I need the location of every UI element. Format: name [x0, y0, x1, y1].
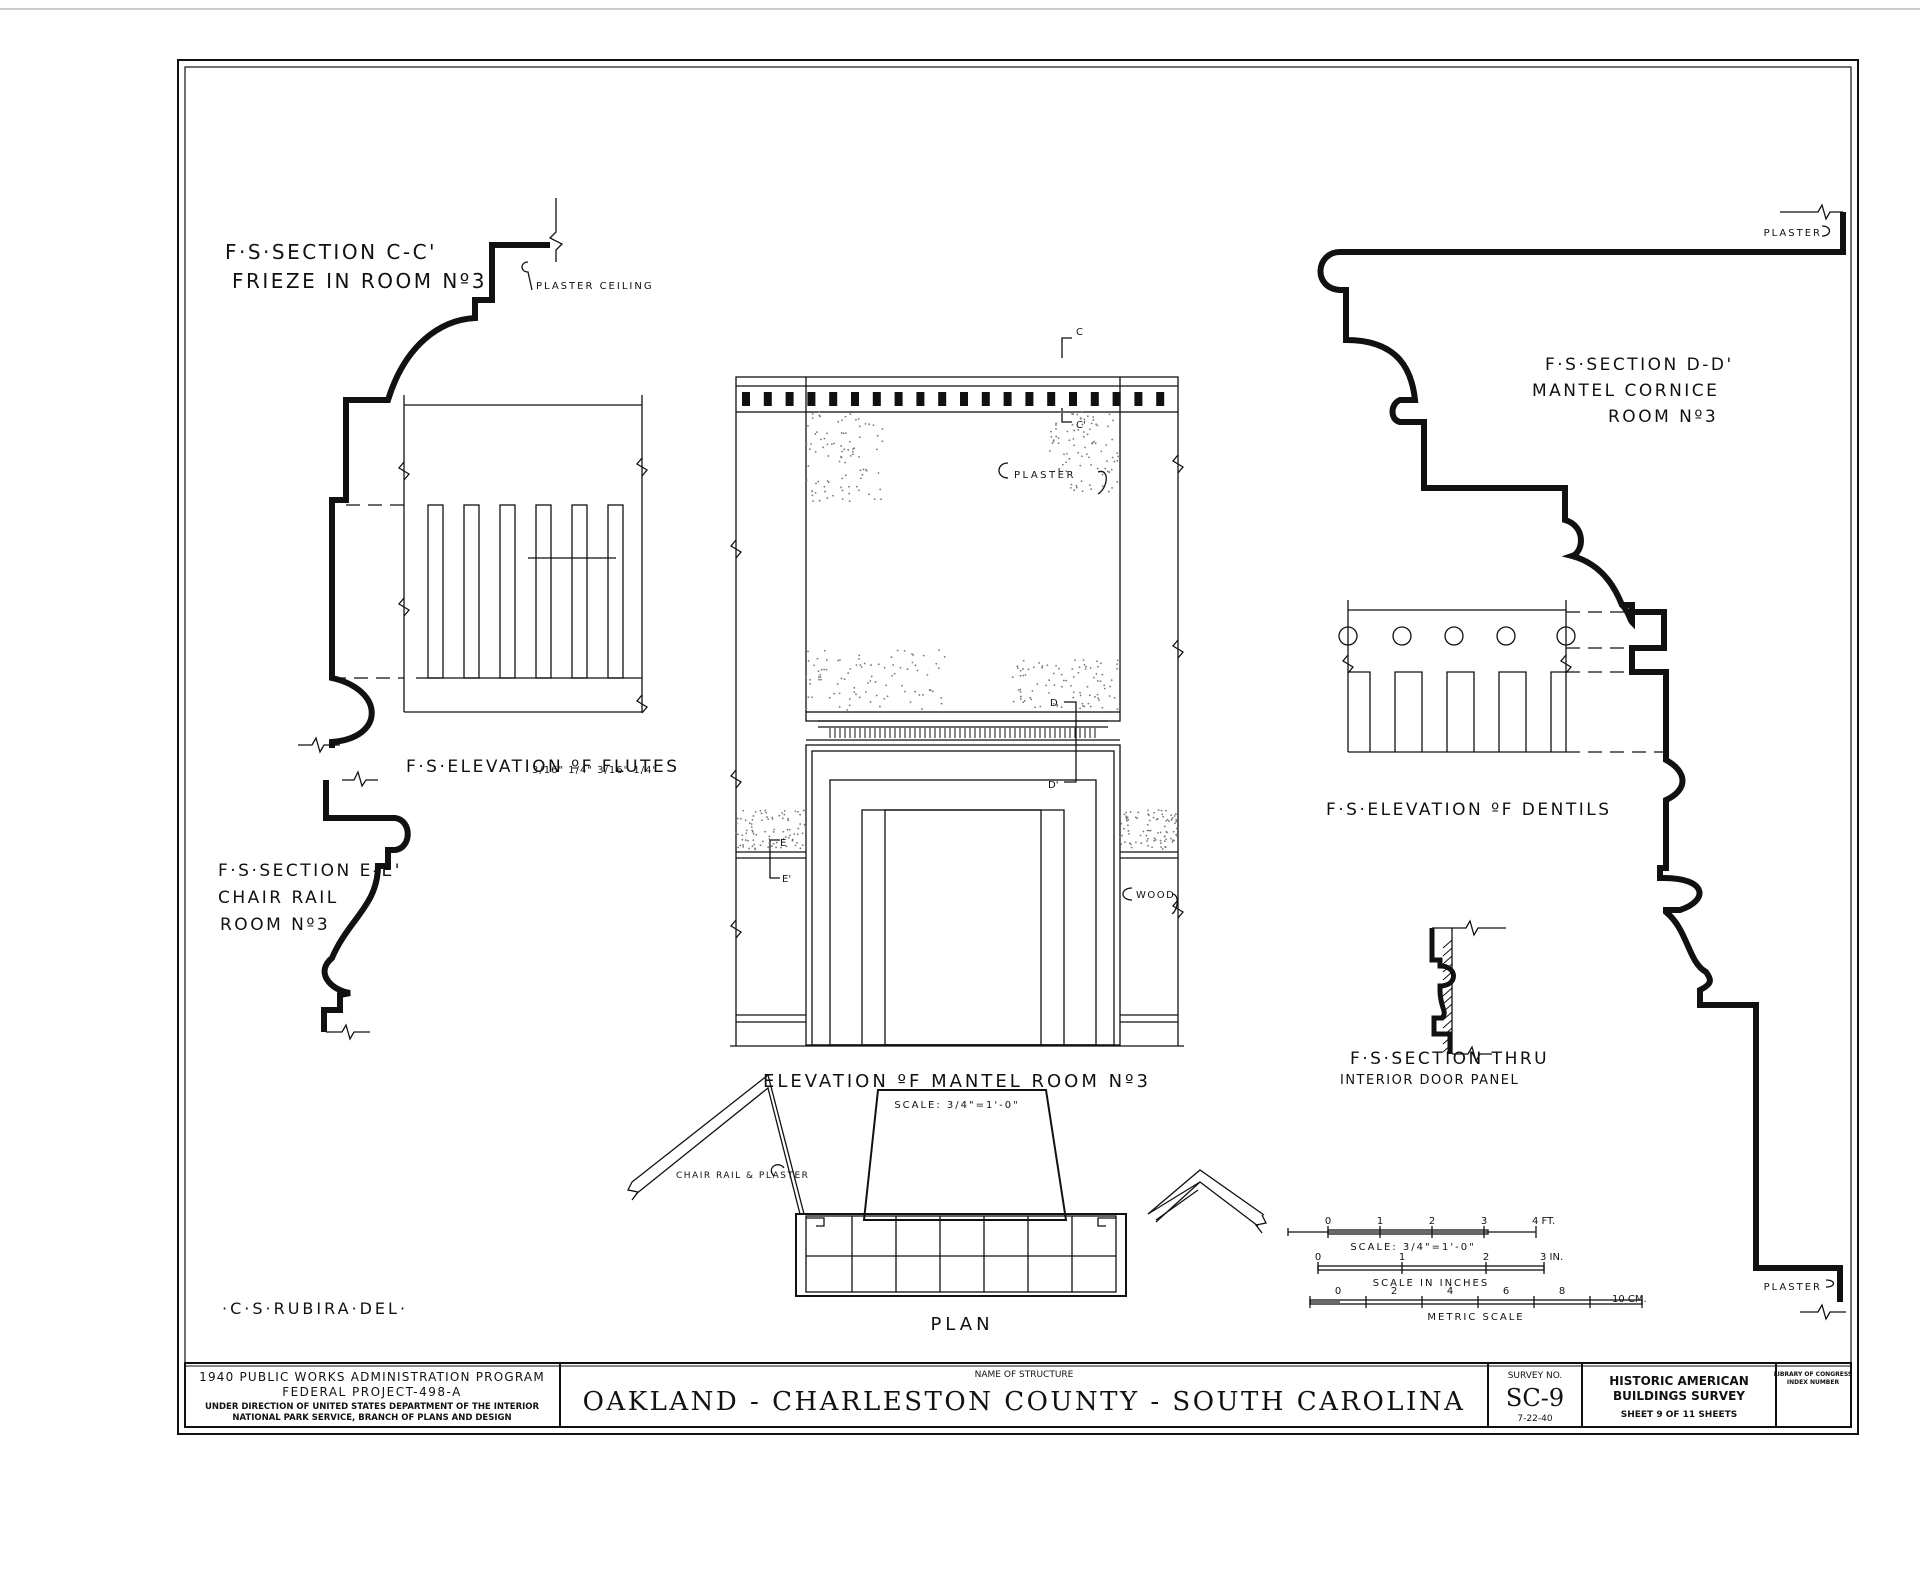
plan-drawing	[627, 1073, 1267, 1297]
scale-ft-0: 0	[1325, 1216, 1331, 1227]
scale-ft-2: 2	[1429, 1216, 1435, 1227]
mantel-elevation-drawing	[730, 337, 1184, 1047]
mantel-scale: SCALE: 3/4"=1'-0"	[894, 1100, 1019, 1111]
plaster-note: PLASTER	[1014, 470, 1076, 481]
frieze-title-1: F·S·SECTION C-C'	[225, 240, 437, 264]
sec-mark-c-prime: C'	[1076, 420, 1086, 431]
sec-mark-d: D	[1050, 698, 1058, 709]
scale-in-2: 2	[1483, 1252, 1489, 1263]
chair-rail-title-3: ROOM Nº3	[220, 915, 330, 935]
direction-line-2: NATIONAL PARK SERVICE, BRANCH OF PLANS A…	[232, 1413, 511, 1423]
habs-line-1: HISTORIC AMERICAN	[1609, 1374, 1749, 1388]
cornice-section-drawing	[1317, 203, 1846, 1321]
name-of-structure-label: NAME OF STRUCTURE	[975, 1370, 1074, 1380]
scale-in-caption: SCALE IN INCHES	[1373, 1278, 1489, 1289]
sec-mark-d-prime: D'	[1048, 780, 1058, 791]
door-panel-title-1: F·S·SECTION THRU	[1350, 1049, 1549, 1069]
scale-ft-4: 4 FT.	[1532, 1216, 1555, 1227]
program-line-2: FEDERAL PROJECT-498-A	[282, 1385, 462, 1399]
plan-title: PLAN	[930, 1314, 993, 1335]
scale-cm-4: 4	[1447, 1286, 1453, 1297]
scale-ft-3: 3	[1481, 1216, 1487, 1227]
plan-note: CHAIR RAIL & PLASTER	[676, 1171, 809, 1181]
chair-rail-title-2: CHAIR RAIL	[218, 888, 339, 908]
survey-date: 7-22-40	[1517, 1414, 1552, 1424]
frieze-title-2: FRIEZE IN ROOM Nº3	[232, 269, 487, 293]
program-line-1: 1940 PUBLIC WORKS ADMINISTRATION PROGRAM	[199, 1370, 545, 1384]
survey-no-label: SURVEY NO.	[1508, 1371, 1563, 1381]
scale-cm-2: 2	[1391, 1286, 1397, 1297]
scale-cm-8: 8	[1559, 1286, 1565, 1297]
mantel-title: ELEVATION ºF MANTEL ROOM Nº3	[763, 1071, 1151, 1092]
scale-cm-caption: METRIC SCALE	[1427, 1312, 1524, 1323]
plaster-bottom-label: PLASTER	[1764, 1282, 1822, 1293]
cornice-title-3: ROOM Nº3	[1608, 407, 1718, 427]
scale-cm-0: 0	[1335, 1286, 1341, 1297]
sec-mark-c: C	[1076, 327, 1083, 338]
chair-rail-title-1: F·S·SECTION E-E'	[218, 861, 402, 881]
frieze-section-drawing	[298, 198, 564, 1041]
plaster-top-label: PLASTER	[1764, 228, 1822, 239]
flutes-elevation-drawing	[332, 395, 648, 714]
sheet-number: SHEET 9 OF 11 SHEETS	[1621, 1410, 1738, 1420]
cornice-title-1: F·S·SECTION D-D'	[1545, 355, 1734, 375]
scale-in-0: 0	[1315, 1252, 1321, 1263]
dentils-elevation-drawing	[1338, 600, 1666, 753]
direction-line-1: UNDER DIRECTION OF UNITED STATES DEPARTM…	[205, 1402, 540, 1412]
wood-note: WOOD	[1136, 890, 1175, 901]
scale-ft-1: 1	[1377, 1216, 1383, 1227]
habs-line-2: BUILDINGS SURVEY	[1613, 1389, 1745, 1403]
outer-border	[177, 59, 1859, 1435]
scale-in-1: 1	[1399, 1252, 1405, 1263]
plaster-ceiling-label: PLASTER CEILING	[536, 281, 654, 292]
scale-ft-caption: SCALE: 3/4"=1'-0"	[1350, 1242, 1475, 1253]
delineator: ·C·S·RUBIRA·DEL·	[222, 1299, 408, 1318]
scale-cm-10: 10 CM.	[1612, 1294, 1647, 1305]
dentils-title: F·S·ELEVATION ºF DENTILS	[1326, 800, 1611, 820]
structure-name: OAKLAND - CHARLESTON COUNTY - SOUTH CARO…	[583, 1387, 1466, 1417]
graphic-scales	[1287, 1226, 1643, 1308]
flutes-title: F·S·ELEVATION ºF FLUTES	[406, 757, 680, 777]
cornice-title-2: MANTEL CORNICE	[1532, 381, 1719, 401]
scale-cm-6: 6	[1503, 1286, 1509, 1297]
scale-in-3: 3 IN.	[1540, 1252, 1563, 1263]
loc-line-1: LIBRARY OF CONGRESS	[1774, 1371, 1852, 1378]
sec-mark-e-prime: E'	[782, 874, 791, 885]
flute-dimensions: 3/16" 1/4" 3/16" 1/4"	[532, 765, 658, 776]
loc-line-2: INDEX NUMBER	[1787, 1379, 1840, 1386]
door-panel-section-drawing	[1429, 919, 1506, 1063]
title-block	[184, 1362, 1852, 1428]
sec-mark-e: E	[780, 838, 786, 849]
survey-number: SC-9	[1506, 1384, 1564, 1412]
door-panel-title-2: INTERIOR DOOR PANEL	[1340, 1073, 1519, 1088]
